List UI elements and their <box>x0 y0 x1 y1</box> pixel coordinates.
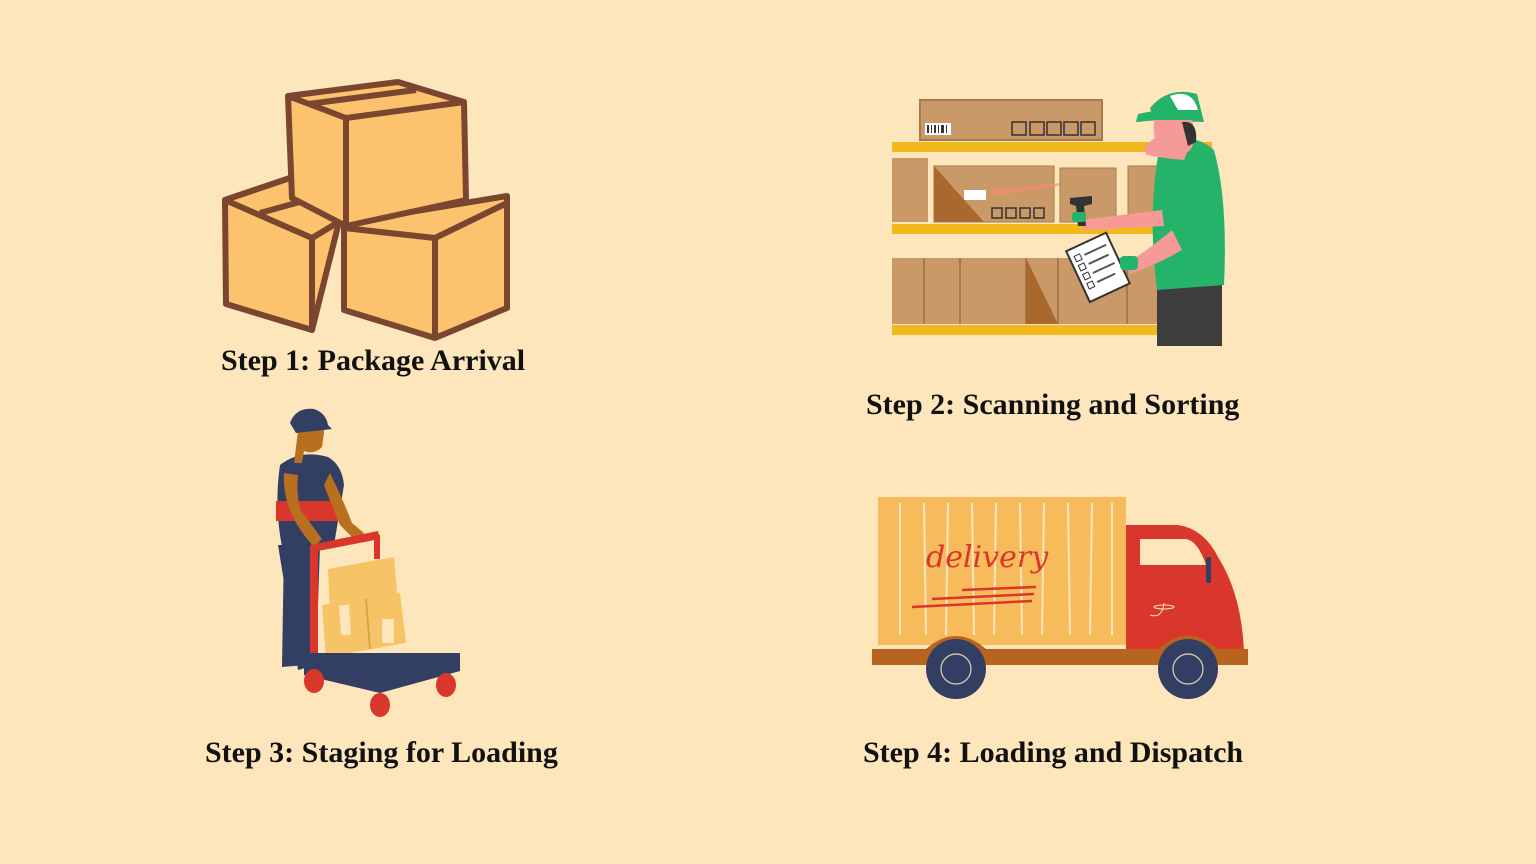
step-4-caption: Step 4: Loading and Dispatch <box>863 736 1244 769</box>
step-1-caption: Step 1: Package Arrival <box>221 344 526 377</box>
worker-hand-truck-icon <box>276 408 460 717</box>
truck-side-text: delivery <box>926 540 1049 575</box>
delivery-truck-icon: delivery <box>872 497 1248 699</box>
step-2-caption: Step 2: Scanning and Sorting <box>866 388 1240 421</box>
worker-scanning-shelves-icon <box>892 91 1225 346</box>
stacked-boxes-icon <box>222 79 510 341</box>
step-3-caption: Step 3: Staging for Loading <box>205 736 558 769</box>
